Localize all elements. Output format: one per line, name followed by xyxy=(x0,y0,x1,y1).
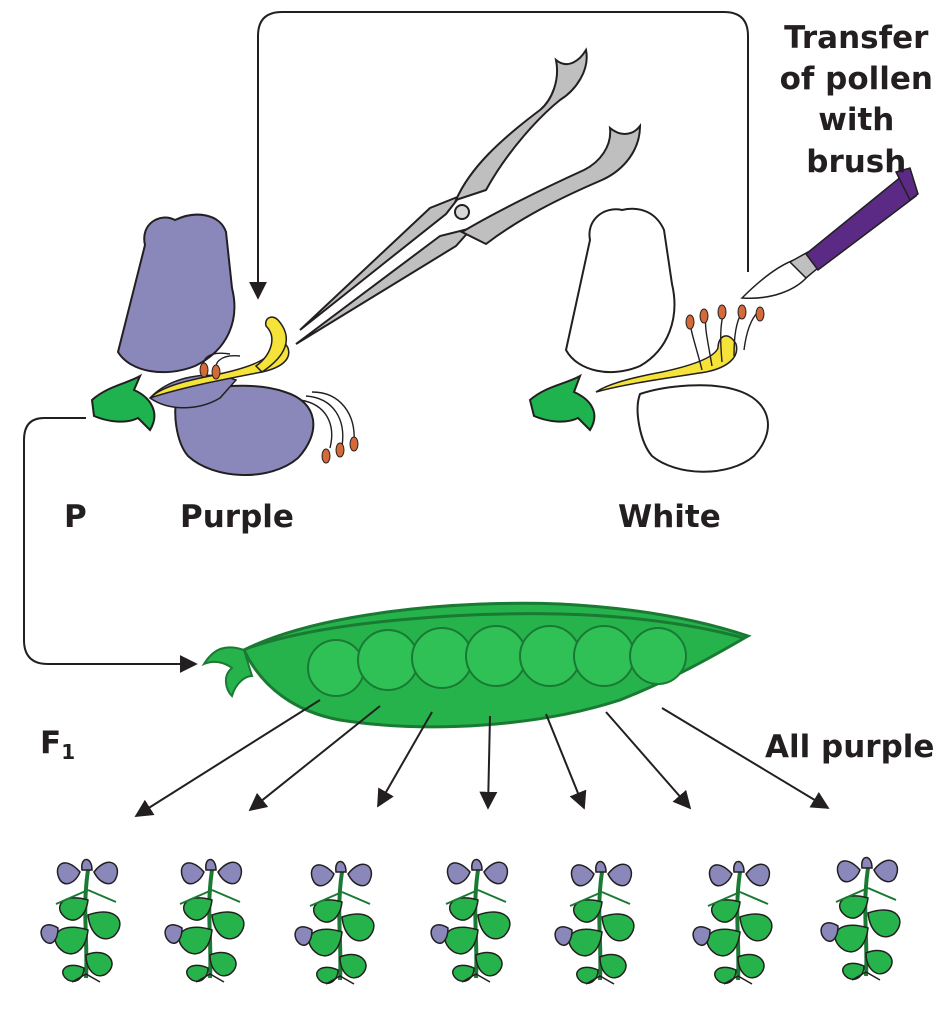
f1-plant xyxy=(693,862,772,985)
purple-flower xyxy=(92,215,358,475)
pea-pod xyxy=(204,603,748,727)
transfer-pollen-label: Transfer of pollen with brush xyxy=(780,18,933,183)
transfer-line-1: Transfer xyxy=(780,18,933,59)
f1-plant xyxy=(295,862,374,985)
purple-label: Purple xyxy=(180,502,294,533)
f1-plant xyxy=(431,860,510,983)
all-purple-label: All purple xyxy=(765,732,934,763)
f1-subscript: 1 xyxy=(61,740,75,764)
f1-plant xyxy=(821,858,900,981)
transfer-line-4: brush xyxy=(780,142,933,183)
white-label: White xyxy=(618,502,721,533)
transfer-line-2: of pollen xyxy=(780,59,933,100)
brush xyxy=(742,168,918,298)
transfer-line-3: with xyxy=(780,100,933,141)
f1-plant xyxy=(41,860,120,983)
f1-plant xyxy=(165,860,244,983)
f1-plant xyxy=(555,862,634,985)
f1-plants xyxy=(41,858,900,985)
f1-generation-label: F1 xyxy=(40,728,75,762)
f1-letter: F xyxy=(40,725,61,761)
pod-arrow xyxy=(24,418,196,664)
white-flower xyxy=(530,209,768,472)
parent-generation-label: P xyxy=(64,502,87,533)
